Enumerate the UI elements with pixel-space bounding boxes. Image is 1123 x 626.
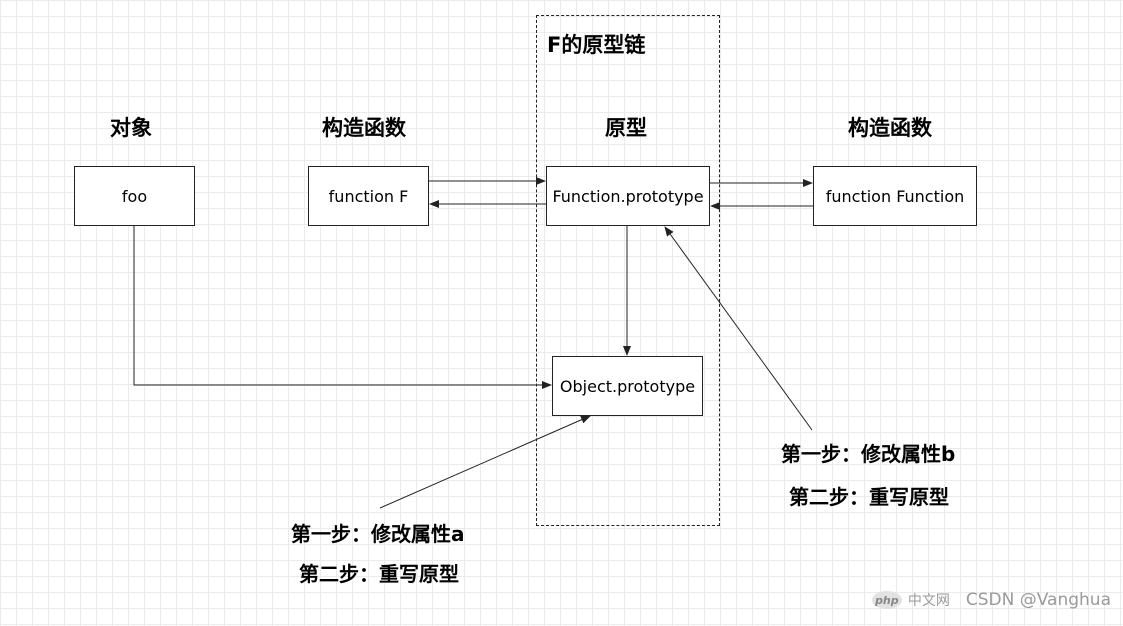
prototype-chain-title: F的原型链	[547, 33, 646, 57]
edge-note-right-to-function-prototype	[664, 226, 813, 431]
note-right-step2: 第二步：重写原型	[789, 485, 949, 509]
heading-constructor-left: 构造函数	[322, 116, 406, 140]
node-foo: foo	[74, 166, 195, 226]
edge-foo-to-object-prototype	[133, 226, 552, 389]
watermark-credit: CSDN @Vanghua	[965, 590, 1111, 610]
note-left-step1: 第一步：修改属性a	[291, 522, 465, 546]
php-logo-icon: php	[871, 591, 902, 609]
node-function-function: function Function	[813, 166, 977, 226]
note-right-step1: 第一步：修改属性b	[781, 442, 956, 466]
watermark: php 中文网 CSDN @Vanghua	[871, 590, 1111, 610]
watermark-site: 中文网	[907, 593, 950, 609]
heading-prototype: 原型	[605, 116, 647, 140]
note-left-step2: 第二步：重写原型	[299, 562, 459, 586]
node-object-prototype: Object.prototype	[552, 356, 703, 416]
node-function-f: function F	[308, 166, 429, 226]
prototype-chain-region	[536, 15, 720, 526]
heading-constructor-right: 构造函数	[848, 116, 932, 140]
node-function-prototype: Function.prototype	[546, 166, 710, 226]
edge-note-left-to-object-prototype	[379, 415, 591, 509]
heading-object: 对象	[110, 116, 152, 140]
